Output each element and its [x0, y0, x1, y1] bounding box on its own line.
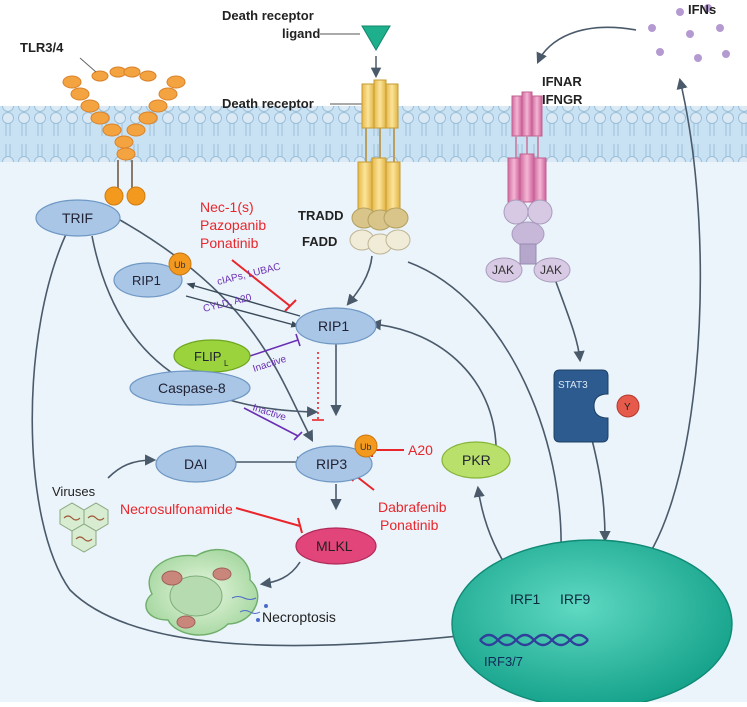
pkr-node — [441, 441, 511, 479]
rip1-label: RIP1 — [318, 318, 349, 334]
death-receptor-ligand-label-1: Death receptor — [222, 8, 314, 23]
dna-helix-icon — [479, 633, 589, 647]
necroptosis-label: Necroptosis — [262, 609, 336, 625]
stat3-node — [553, 369, 640, 443]
pazopanib-label: Pazopanib — [200, 217, 266, 233]
rip3-label: RIP3 — [316, 456, 347, 472]
ub-label-1: Ub — [174, 260, 186, 270]
mlkl-node — [295, 527, 377, 565]
fadd-label: FADD — [302, 234, 337, 249]
phospho-y-badge — [616, 394, 640, 418]
flip-sub-label: L — [224, 359, 229, 368]
rip1-ubiquitination-arrows — [185, 282, 301, 328]
jak-right-label: JAK — [540, 263, 562, 277]
ponatinib-label-1: Ponatinib — [200, 235, 259, 251]
a20-label: A20 — [408, 442, 433, 458]
ponatinib-label-2: Ponatinib — [380, 517, 439, 533]
caspase8-label: Caspase-8 — [158, 380, 226, 396]
flip-label: FLIP — [194, 349, 221, 364]
death-receptor-ligand-label-2: ligand — [282, 26, 320, 41]
ifngr-label: IFNGR — [542, 92, 583, 107]
tradd-label: TRADD — [298, 208, 344, 223]
dai-label: DAI — [184, 456, 207, 472]
rip3-node — [295, 445, 373, 483]
mlkl-label: MLKL — [316, 538, 353, 554]
rip1-ub-label: RIP1 — [132, 273, 161, 288]
viruses-label: Viruses — [52, 484, 96, 499]
nec1-label: Nec-1(s) — [200, 199, 254, 215]
dai-node — [155, 445, 237, 483]
death-receptor-label: Death receptor — [222, 96, 314, 111]
ub-badge-1 — [168, 252, 192, 276]
necroptotic-cell-icon — [145, 548, 268, 636]
nucleus — [451, 539, 733, 707]
ifn-molecules — [648, 4, 730, 62]
stat3-label: STAT3 — [558, 380, 588, 391]
rip1-node — [295, 307, 377, 345]
ifnar-label: IFNAR — [542, 74, 582, 89]
tlr-label: TLR3/4 — [20, 40, 64, 55]
dabrafenib-label: Dabrafenib — [378, 499, 447, 515]
jak-left-label: JAK — [492, 263, 514, 277]
necrosulfonamide-label: Necrosulfonamide — [120, 501, 233, 517]
irf1-label: IRF1 — [510, 591, 541, 607]
caspase8-node — [129, 370, 251, 406]
pkr-label: PKR — [462, 452, 491, 468]
protein-nodes — [35, 199, 511, 565]
inactive-inhibitions — [243, 333, 303, 441]
trif-label: TRIF — [62, 210, 93, 226]
death-receptor-complex — [349, 79, 411, 255]
ub-label-2: Ub — [360, 442, 372, 452]
ub-badge-2 — [354, 434, 378, 458]
inhibitor-lines — [231, 259, 404, 534]
irf9-label: IRF9 — [560, 591, 591, 607]
virus-hexagons-icon — [59, 502, 109, 553]
irf37-label: IRF3/7 — [484, 654, 523, 669]
trif-node — [35, 199, 121, 237]
tlr-receptor — [62, 57, 186, 206]
ligand-triangle-icon — [361, 25, 391, 51]
ifn-receptor-complex — [485, 91, 571, 283]
ifns-label: IFNs — [688, 2, 716, 17]
rip1-ub-node — [113, 262, 183, 298]
pathway-arrows — [31, 26, 702, 647]
y-label: Y — [624, 402, 631, 413]
